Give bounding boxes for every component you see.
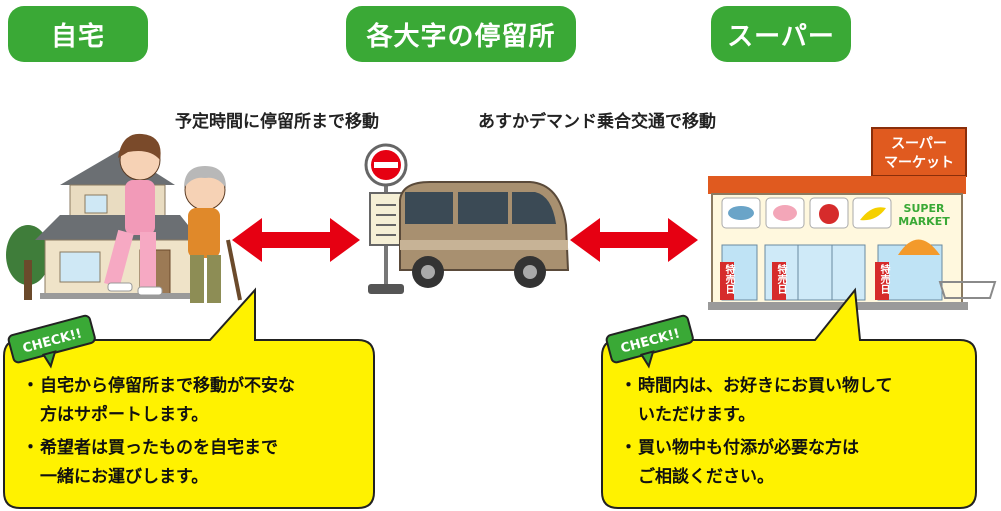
supermarket-building — [708, 127, 997, 310]
note-right-item-2-line1: 買い物中も付添が必要な方は — [638, 437, 859, 458]
note-left-item-1-line2: 方はサポートします。 — [40, 404, 209, 425]
header-bus-stop: 各大字の停留所 — [346, 6, 576, 62]
note-left-item-2-line1: 希望者は買ったものを自宅まで — [40, 437, 278, 458]
note-left-item-1-line1: 自宅から停留所まで移動が不安な — [40, 376, 295, 396]
bullet: ・ — [22, 376, 39, 396]
caregiver-figure — [104, 133, 163, 296]
bullet: ・ — [620, 437, 637, 458]
note-left: ・ 自宅から停留所まで移動が不安な 方はサポートします。 ・ 希望者は買ったもの… — [22, 372, 362, 492]
note-right-item-1: ・ 時間内は、お好きにお買い物して いただけます。 — [620, 372, 970, 430]
demand-van — [399, 181, 570, 288]
note-left-item-1: ・ 自宅から停留所まで移動が不安な 方はサポートします。 — [22, 372, 362, 430]
header-home: 自宅 — [8, 6, 148, 62]
note-right-item-2: ・ 買い物中も付添が必要な方は ご相談ください。 — [620, 434, 970, 492]
caption-to-stop: 予定時間に停留所まで移動 — [175, 112, 379, 132]
header-bus-stop-label: 各大字の停留所 — [366, 21, 556, 52]
note-right-item-1-line1: 時間内は、お好きにお買い物して — [638, 376, 893, 396]
elderly-figure — [184, 166, 242, 303]
note-left-item-2-line2: 一緒にお運びします。 — [40, 466, 209, 487]
sale-banner-1: 特売日 — [723, 264, 734, 294]
house-illustration — [6, 150, 200, 300]
note-right: ・ 時間内は、お好きにお買い物して いただけます。 ・ 買い物中も付添が必要な方… — [620, 372, 970, 492]
note-left-item-2: ・ 希望者は買ったものを自宅まで 一緒にお運びします。 — [22, 434, 362, 492]
header-supermarket-label: スーパー — [727, 21, 835, 52]
sale-banner-3: 特売日 — [878, 264, 889, 294]
store-sign-line1: スーパー — [891, 136, 947, 152]
header-supermarket: スーパー — [711, 6, 851, 62]
bus-stop-sign — [364, 143, 408, 294]
store-name-line1: SUPER — [904, 202, 945, 215]
note-right-item-1-line2: いただけます。 — [638, 404, 756, 425]
caption-to-super: あすかデマンド乗合交通で移動 — [478, 112, 716, 132]
bullet: ・ — [620, 376, 637, 396]
arrow-stop-super — [570, 218, 698, 262]
arrow-home-stop — [232, 218, 360, 262]
note-right-item-2-line2: ご相談ください。 — [638, 466, 774, 487]
store-sign-line2: マーケット — [884, 155, 954, 171]
note-left-bubble — [3, 287, 375, 509]
header-home-label: 自宅 — [50, 21, 105, 52]
bullet: ・ — [22, 437, 39, 458]
sale-banner-2: 特売日 — [775, 264, 786, 294]
store-name-line2: MARKET — [898, 215, 950, 228]
note-right-bubble — [601, 287, 977, 509]
